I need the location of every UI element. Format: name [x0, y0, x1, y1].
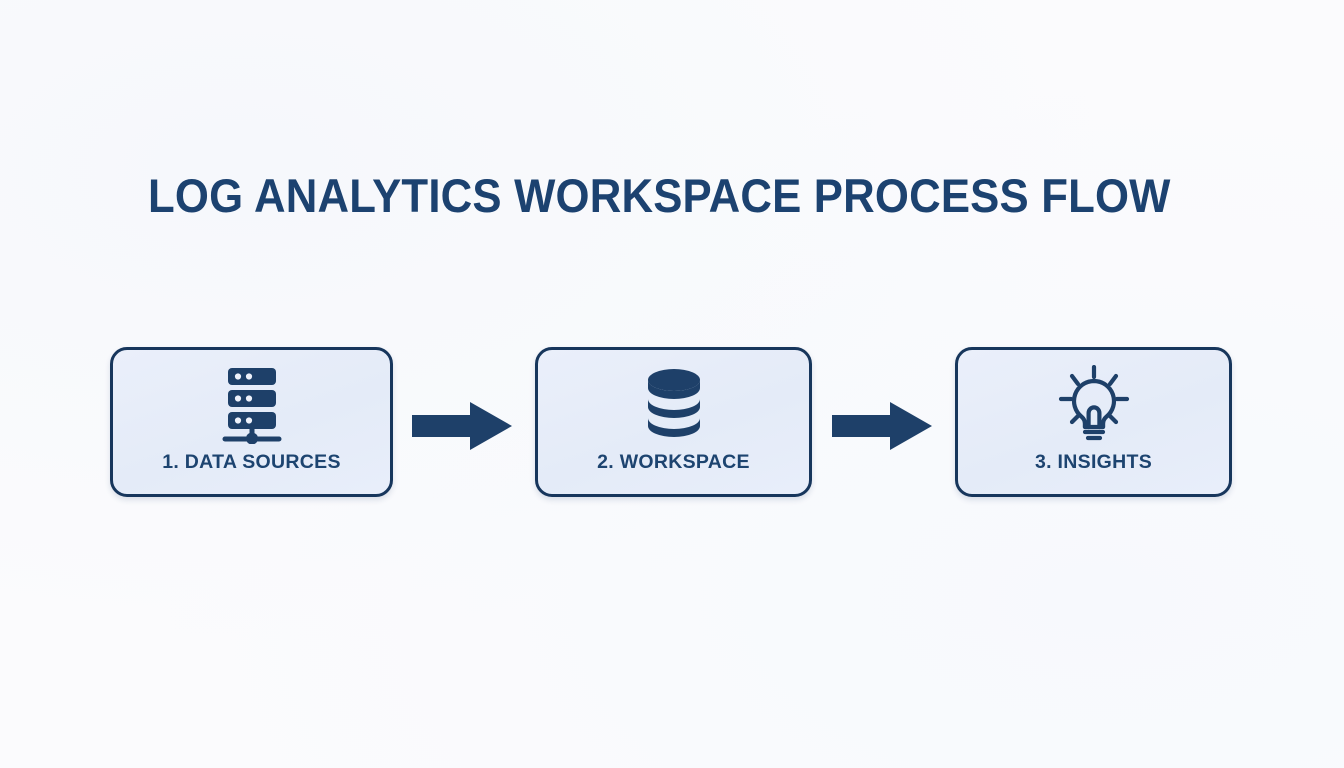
flow-row: 1. DATA SOURCES [110, 347, 1232, 497]
lightbulb-icon [1052, 365, 1136, 445]
flow-step-label-data-sources: 1. DATA SOURCES [162, 451, 341, 473]
flow-step-card-data-sources[interactable]: 1. DATA SOURCES [110, 347, 393, 497]
arrow-right-icon-1 [412, 402, 512, 450]
page-title: LOG ANALYTICS WORKSPACE PROCESS FLOW [148, 169, 1171, 222]
flow-step-card-insights[interactable]: 3. INSIGHTS [955, 347, 1232, 497]
arrow-right-icon-2 [832, 402, 932, 450]
flow-step-label-insights: 3. INSIGHTS [1034, 451, 1153, 473]
flow-step-card-workspace[interactable]: 2. WORKSPACE [535, 347, 812, 497]
server-rack-icon [215, 365, 289, 445]
database-cylinder-icon [638, 365, 710, 445]
flow-step-label-workspace: 2. WORKSPACE [597, 451, 750, 473]
